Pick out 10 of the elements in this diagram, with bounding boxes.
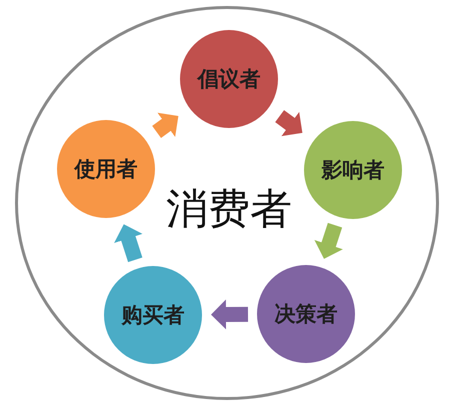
role-circle: 决策者	[257, 265, 355, 363]
role-circle: 影响者	[304, 121, 402, 219]
center-label: 消费者	[166, 186, 292, 232]
role-circle: 购买者	[104, 266, 202, 364]
block-arrow	[114, 222, 143, 262]
outer-circle	[15, 6, 439, 400]
block-arrow	[314, 222, 343, 262]
block-arrow	[210, 300, 248, 330]
role-circle: 倡议者	[180, 30, 278, 128]
role-circle: 使用者	[57, 120, 155, 218]
